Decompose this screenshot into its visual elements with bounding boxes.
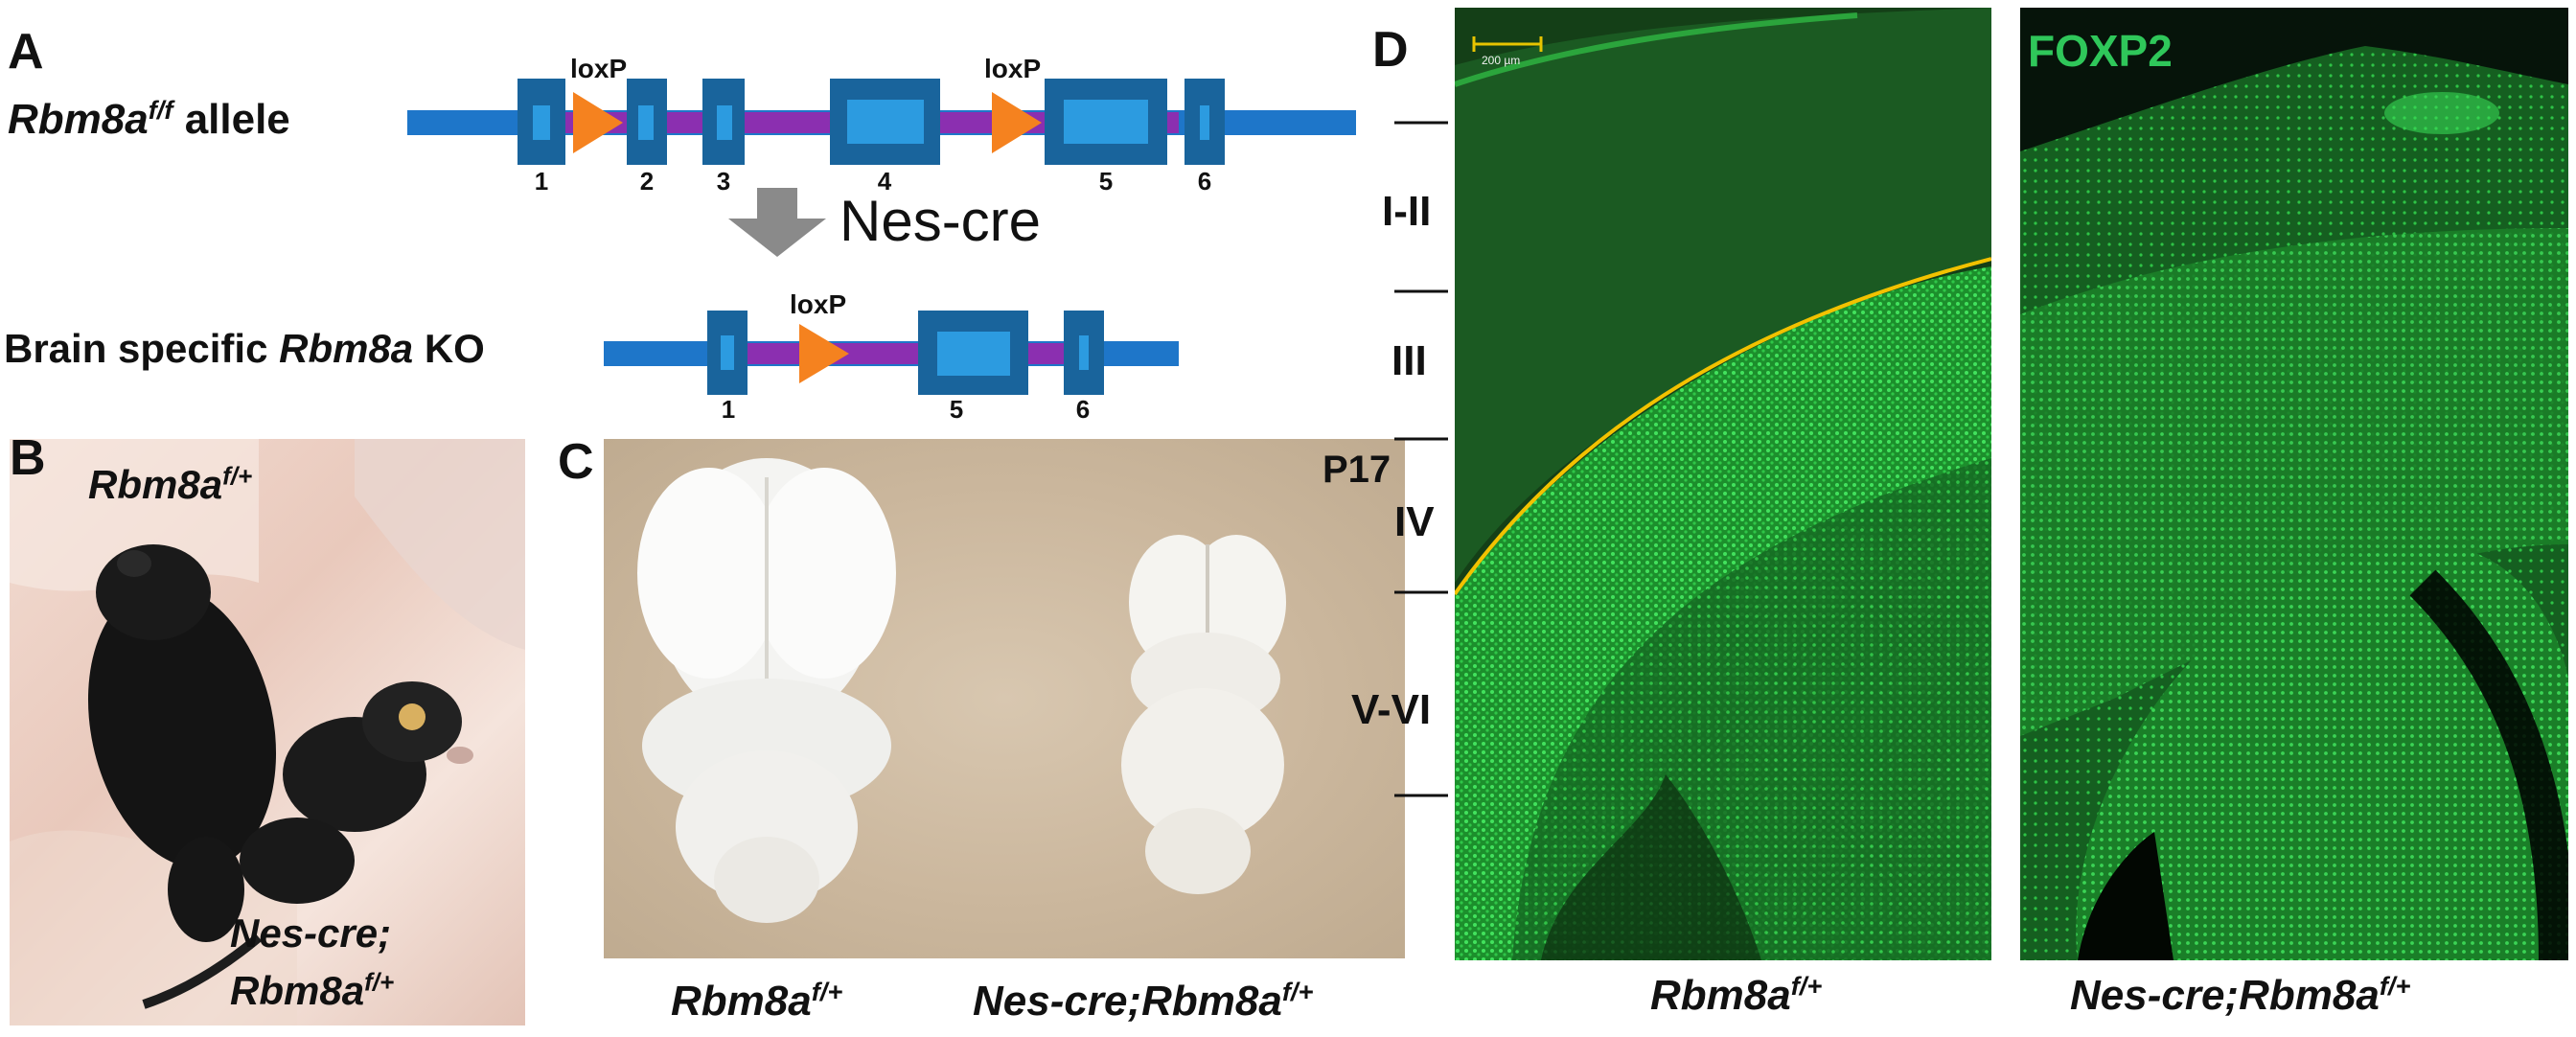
brain-caption-right: Nes-cre;Rbm8af/+: [973, 978, 1313, 1025]
exon-6: [1184, 79, 1225, 165]
brain-caption-right-prefix: Nes-cre;: [973, 978, 1142, 1025]
section-caption-right-prefix: Nes-cre;: [2070, 972, 2240, 1019]
exon-2: [627, 79, 667, 165]
loxp-label: loxP: [570, 54, 628, 83]
section-caption-left-gene: Rbm8a: [1650, 972, 1791, 1019]
layer-boundary-line: [1455, 257, 1991, 596]
mice-label-bottom-sup: f/+: [364, 967, 395, 997]
micrograph-control: 200 µm: [1455, 8, 1991, 960]
age-label: P17: [1322, 449, 1392, 491]
scale-bar-label: 200 µm: [1482, 54, 1521, 67]
allele-genotype: f/f: [148, 95, 173, 125]
scale-bar: [1472, 36, 1543, 52]
loxp-label: loxP: [984, 54, 1042, 83]
brain-caption-left-gene: Rbm8a: [671, 978, 812, 1025]
control-mouse: [87, 544, 277, 942]
mice-label-bottom-gene: Rbm8a: [230, 968, 365, 1013]
brain-caption-right-sup: f/+: [1281, 977, 1314, 1006]
allele-gene: Rbm8a: [8, 96, 149, 143]
exon-number: 5: [1098, 167, 1114, 196]
mice-label-bottom-line1: Nes-cre;: [230, 910, 392, 956]
section-caption-right-gene: Rbm8a: [2239, 972, 2380, 1019]
control-brain: [637, 458, 896, 923]
brain-caption-left: Rbm8af/+: [671, 978, 842, 1025]
mice-label-top-gene: Rbm8a: [88, 462, 223, 507]
panel-d-letter: D: [1372, 22, 1409, 78]
mice-label-bottom-line2: Rbm8af/+: [230, 968, 394, 1014]
ko-diagram: [604, 311, 1179, 395]
exon-3: [702, 79, 745, 165]
exon-number: 1: [534, 167, 549, 196]
exon-number: 4: [877, 167, 892, 196]
layer-ticks: [1394, 121, 1448, 797]
allele-row-label: Rbm8af/f allele: [8, 96, 290, 144]
exon-number: 2: [639, 167, 655, 196]
micrograph-mutant-image: [2020, 8, 2568, 960]
panel-a-letter: A: [8, 24, 44, 80]
ko-row-label: Brain specific Rbm8a KO: [4, 326, 485, 372]
section-caption-left-sup: f/+: [1790, 971, 1823, 1001]
layer-label: V-VI: [1351, 686, 1432, 733]
exon-number: 3: [716, 167, 731, 196]
mice-photo: [10, 439, 525, 1025]
brain-caption-right-gene: Rbm8a: [1141, 978, 1282, 1025]
loxp-triangle: [992, 92, 1042, 153]
exon-number: 5: [949, 395, 964, 424]
ko-prefix: Brain specific: [4, 326, 280, 371]
exon-number: 6: [1075, 395, 1091, 424]
brains-illustration: [637, 458, 1286, 923]
exon-1: [518, 79, 565, 165]
exon-4: [830, 79, 940, 165]
exon-6: [1064, 311, 1104, 395]
micrograph-mutant: FOXP2: [2020, 8, 2568, 960]
panel-b-letter: B: [10, 430, 46, 486]
exon-5: [918, 311, 1028, 395]
loxp-triangle: [799, 324, 849, 383]
mice-label-top-sup: f/+: [222, 461, 253, 491]
panel-c-letter: C: [558, 434, 594, 490]
loxp-label: loxP: [790, 289, 847, 319]
exon-1: [707, 311, 748, 395]
section-caption-right: Nes-cre;Rbm8af/+: [2070, 972, 2410, 1020]
cre-label: Nes-cre: [840, 189, 1042, 253]
mutant-brain: [1121, 535, 1286, 894]
brains-photo: [604, 439, 1405, 958]
section-caption-right-sup: f/+: [2379, 971, 2411, 1001]
brain-caption-left-sup: f/+: [811, 977, 843, 1006]
exon-number: 6: [1197, 167, 1212, 196]
mice-label-top: Rbm8af/+: [88, 462, 252, 508]
layer-label: I-II: [1382, 188, 1432, 235]
ko-suffix: KO: [413, 326, 485, 371]
loxp-triangle: [573, 92, 623, 153]
marker-label: FOXP2: [2028, 26, 2173, 76]
layer-label: IV: [1394, 498, 1435, 545]
ko-gene: Rbm8a: [279, 326, 414, 371]
mice-illustration: [10, 439, 525, 1025]
mutant-mouse: [142, 681, 473, 1009]
exon-number: 1: [721, 395, 736, 424]
allele-diagram: [407, 79, 1356, 257]
section-caption-left: Rbm8af/+: [1650, 972, 1822, 1020]
exon-5: [1045, 79, 1167, 165]
down-arrow-icon: [728, 188, 826, 257]
layer-label: III: [1392, 337, 1427, 384]
micrograph-control-image: [1455, 8, 1991, 960]
allele-suffix: allele: [172, 96, 290, 143]
